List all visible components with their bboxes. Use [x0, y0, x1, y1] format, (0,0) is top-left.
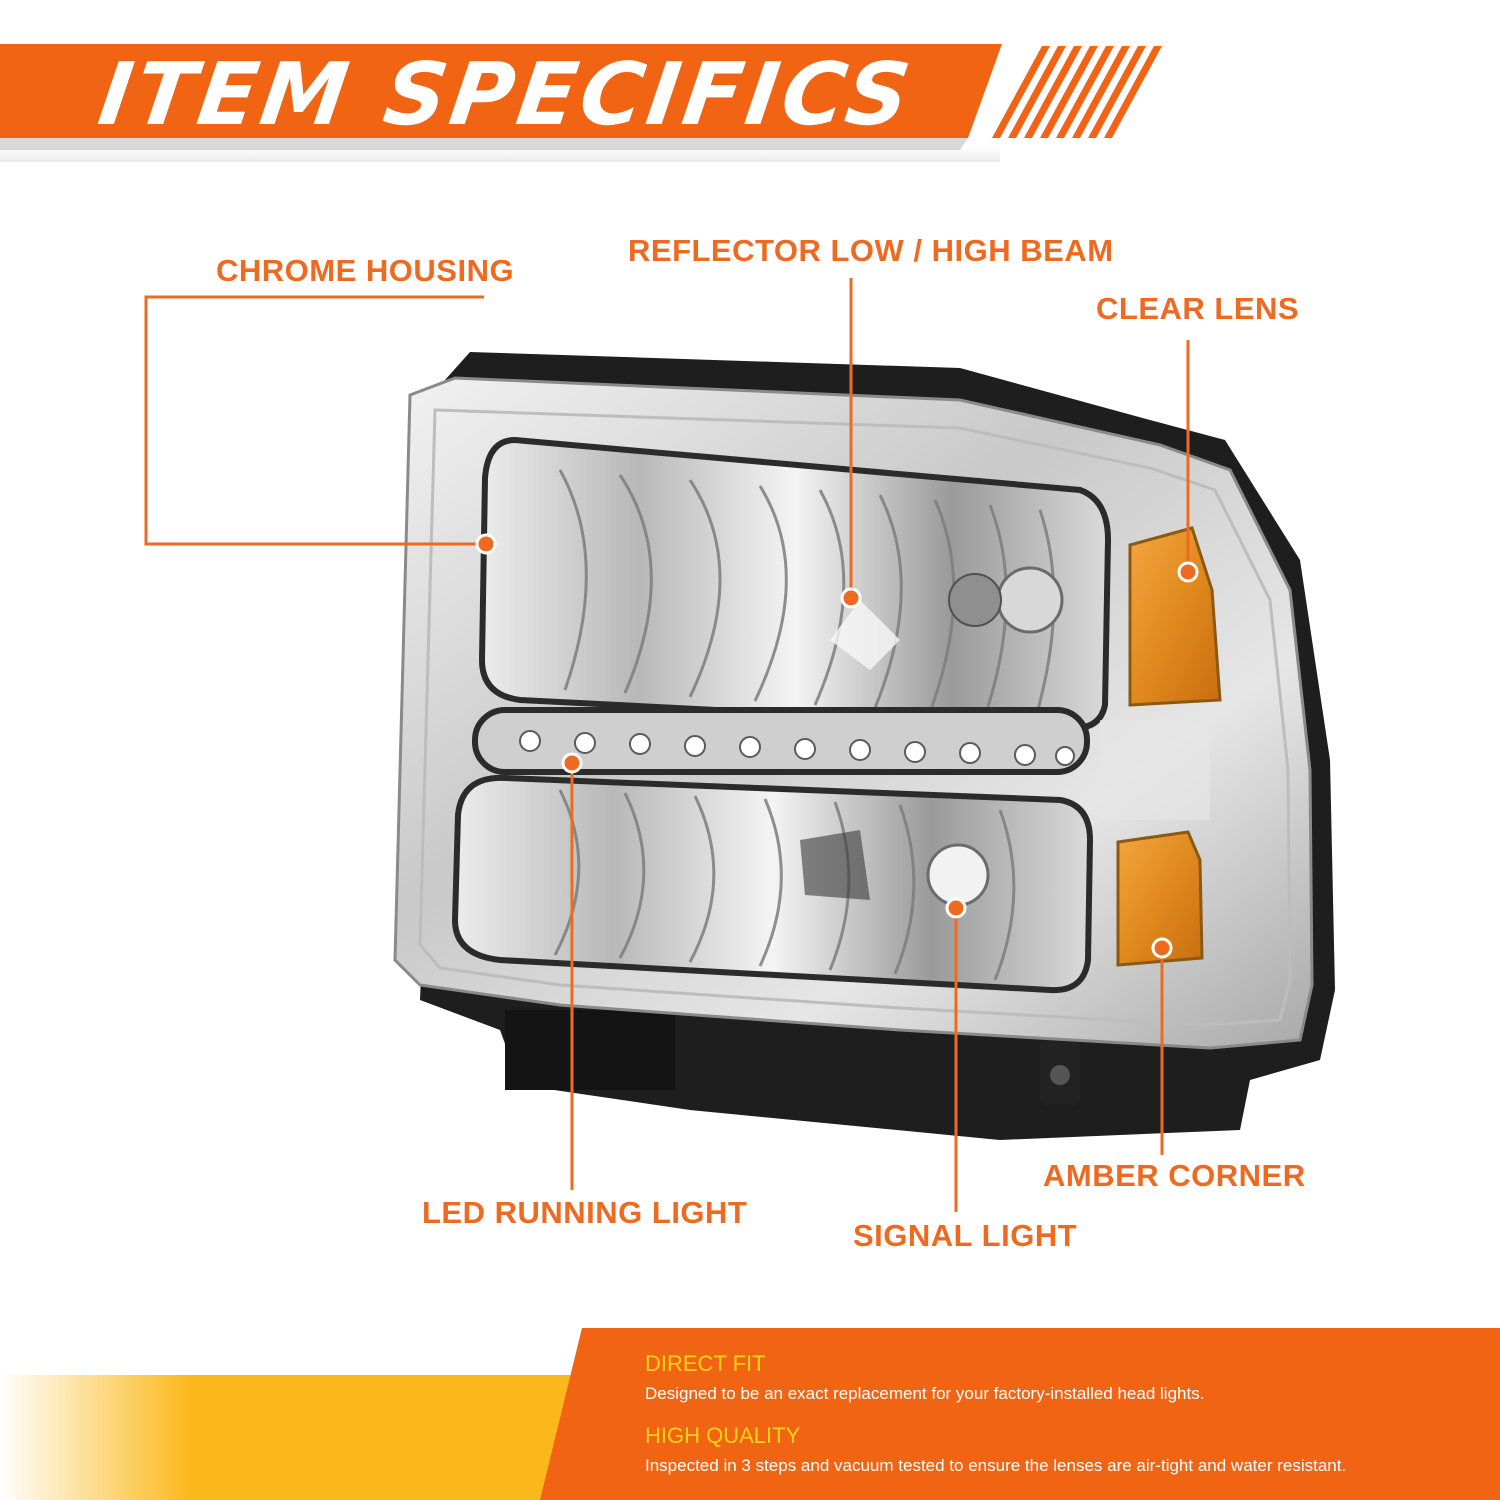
callout-chrome-housing: CHROME HOUSING: [216, 253, 515, 288]
callout-amber-corner: AMBER CORNER: [1043, 1158, 1306, 1193]
feature-text: Designed to be an exact replacement for …: [645, 1384, 1205, 1403]
feature-direct-fit: DIRECT FIT Designed to be an exact repla…: [645, 1351, 1465, 1405]
feature-title: DIRECT FIT: [645, 1351, 766, 1376]
feature-title: HIGH QUALITY: [645, 1423, 801, 1448]
callout-signal-light: SIGNAL LIGHT: [853, 1218, 1078, 1253]
bottom-panel: [0, 1328, 1500, 1500]
banner-stripes: [992, 46, 1162, 138]
callout-led-running-light: LED RUNNING LIGHT: [422, 1195, 748, 1230]
page-title: ITEM SPECIFICS: [92, 45, 920, 145]
chrome-housing-leader: [144, 295, 486, 546]
lower-reflector: [451, 774, 1094, 994]
callout-dots: [475, 533, 1199, 959]
feature-high-quality: HIGH QUALITY Inspected in 3 steps and va…: [645, 1423, 1465, 1477]
led-strip: [472, 707, 1090, 775]
callout-lines: [144, 278, 1190, 1212]
feature-text: Inspected in 3 steps and vacuum tested t…: [645, 1456, 1347, 1475]
callout-clear-lens: CLEAR LENS: [1096, 291, 1300, 326]
upper-reflector: [478, 436, 1112, 732]
callout-reflector: REFLECTOR LOW / HIGH BEAM: [628, 233, 1114, 268]
header-banner: [0, 44, 1162, 162]
